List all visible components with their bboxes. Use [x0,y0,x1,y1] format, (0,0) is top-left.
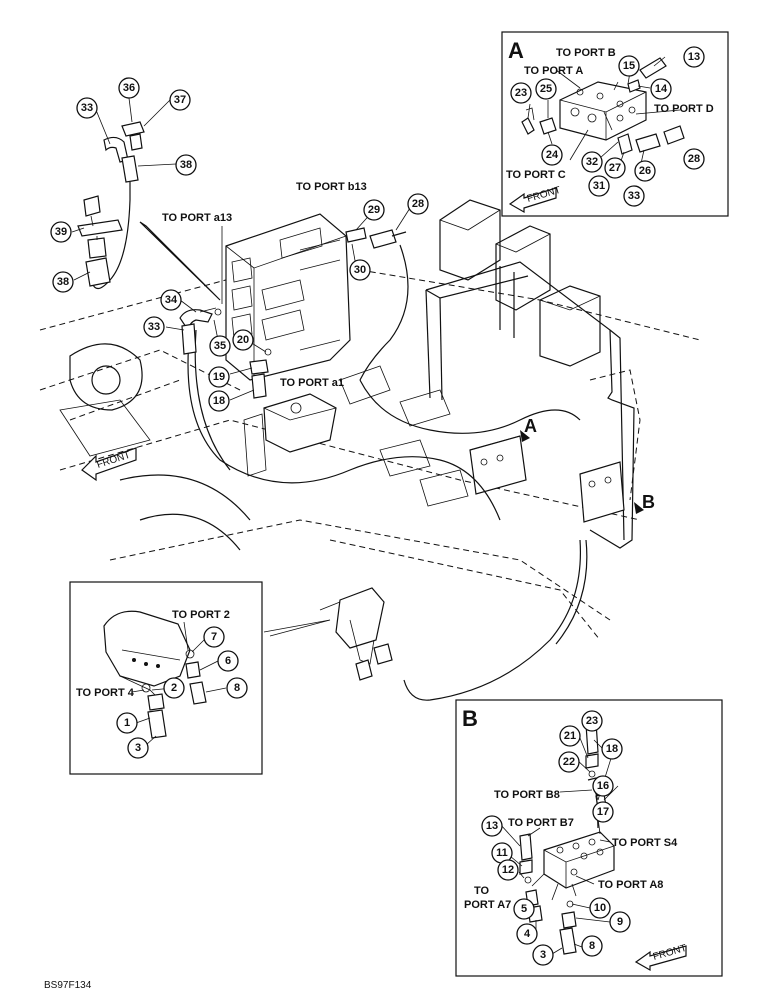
svg-text:38: 38 [57,276,69,288]
svg-text:8: 8 [589,940,595,952]
svg-text:22: 22 [563,756,575,768]
label-to: TO [474,885,490,897]
travel-pedal-main [263,587,393,681]
svg-text:15: 15 [623,60,635,72]
label-to-port-b13: TO PORT b13 [296,181,367,193]
svg-text:18: 18 [606,743,618,755]
svg-text:25: 25 [540,83,552,95]
svg-text:18: 18 [213,395,225,407]
inset-b: B [455,699,723,977]
inset-b-frame [455,699,723,977]
svg-text:5: 5 [521,903,527,915]
label-to-port-s4: TO PORT S4 [612,837,678,849]
figure-ref: BS97F134 [44,980,92,991]
svg-text:8: 8 [234,682,240,694]
svg-text:10: 10 [594,902,606,914]
svg-text:38: 38 [180,159,192,171]
label-to-port-2: TO PORT 2 [172,609,230,621]
label-to-port-a: TO PORT A [524,65,583,77]
label-to-port-a1: TO PORT a1 [280,377,344,389]
pilot-valve-small [243,393,337,477]
svg-text:21: 21 [564,730,576,742]
svg-text:20: 20 [237,334,249,346]
label-to-port-c: TO PORT C [506,169,566,181]
svg-text:19: 19 [213,371,225,383]
label-to-port-b8: TO PORT B8 [494,789,560,801]
label-to-port-d: TO PORT D [654,103,714,115]
svg-text:4: 4 [524,928,531,940]
svg-text:36: 36 [123,82,135,94]
inset-a-frame [501,31,729,217]
svg-text:31: 31 [593,180,605,192]
upper-left-fittings [71,97,177,290]
svg-text:12: 12 [502,864,514,876]
main-control-valve [225,213,351,381]
svg-text:23: 23 [586,715,598,727]
svg-text:37: 37 [174,94,186,106]
view-marker-a: A [520,416,537,442]
svg-text:14: 14 [655,83,668,95]
svg-text:6: 6 [225,655,231,667]
main-balloons: 29 28 30 34 33 35 20 19 18 [143,193,429,412]
main-fittings [139,207,411,401]
svg-text:26: 26 [639,165,651,177]
svg-text:33: 33 [628,190,640,202]
machine-frame [39,199,701,701]
svg-text:28: 28 [412,198,424,210]
svg-text:2: 2 [171,682,177,694]
svg-text:30: 30 [354,264,366,276]
svg-text:28: 28 [688,153,700,165]
inset-pedal-balloons: 7 6 2 8 1 3 [116,626,248,759]
front-arrow-b: FRONT [634,943,688,972]
svg-text:24: 24 [546,149,559,161]
svg-text:A: A [524,416,537,436]
front-arrow-main: FRONT [81,447,137,482]
svg-text:16: 16 [597,780,609,792]
view-marker-b: B [634,492,655,514]
svg-text:1: 1 [124,717,130,729]
svg-text:23: 23 [515,87,527,99]
inset-pedal-frame [69,581,263,775]
svg-text:33: 33 [148,321,160,333]
svg-text:17: 17 [597,806,609,818]
svg-text:34: 34 [165,294,178,306]
label-port-a7: PORT A7 [464,899,511,911]
inset-b-letter: B [462,706,478,731]
label-to-port-b7: TO PORT B7 [508,817,574,829]
svg-text:29: 29 [368,204,380,216]
svg-text:27: 27 [609,162,621,174]
svg-text:32: 32 [586,156,598,168]
label-to-port-a13: TO PORT a13 [162,212,232,224]
svg-text:11: 11 [496,847,508,859]
svg-text:7: 7 [211,631,217,643]
label-to-port-b: TO PORT B [556,47,616,59]
upper-left-balloons: 33 36 37 38 39 38 [50,77,197,293]
inset-a: A [501,31,729,217]
label-to-port-a8: TO PORT A8 [598,879,663,891]
svg-text:13: 13 [486,820,498,832]
svg-text:33: 33 [81,102,93,114]
front-arrow-a: FRONT [508,185,562,214]
inset-a-balloons: 13 15 14 23 25 24 32 31 33 27 26 28 [510,46,705,207]
svg-text:3: 3 [540,949,546,961]
inset-pedal: TO PORT 2 TO PORT 4 7 6 2 8 1 3 [69,581,263,775]
svg-text:9: 9 [617,916,623,928]
svg-text:13: 13 [688,51,700,63]
svg-text:35: 35 [214,340,226,352]
svg-text:B: B [642,492,655,512]
inset-b-balloons: 23 21 18 22 16 17 13 11 12 5 4 10 9 3 8 [481,710,631,966]
inset-a-letter: A [508,38,524,63]
label-to-port-4: TO PORT 4 [76,687,135,699]
svg-text:3: 3 [135,742,141,754]
svg-text:39: 39 [55,226,67,238]
